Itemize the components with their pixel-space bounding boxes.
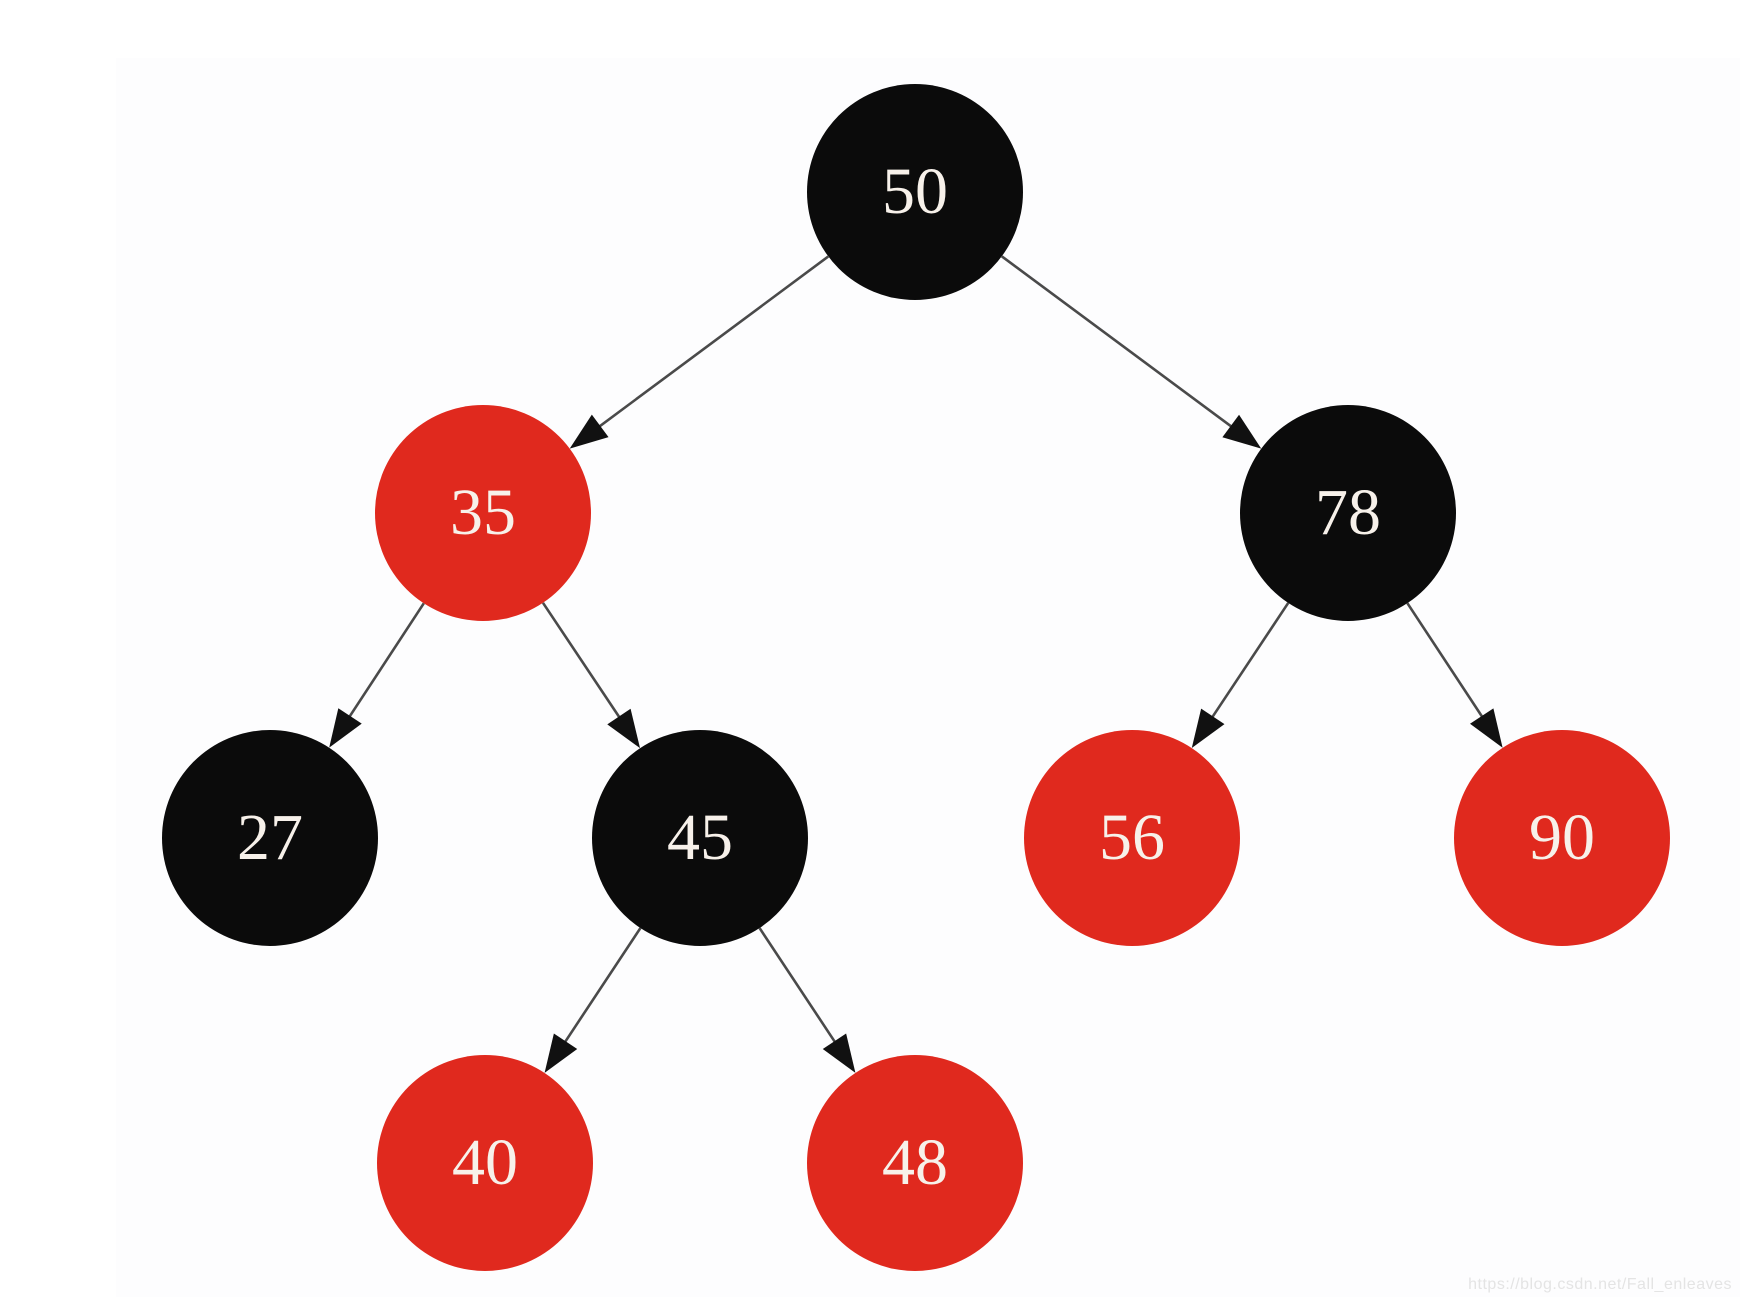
node-value: 35: [450, 476, 516, 549]
node-value: 56: [1099, 801, 1165, 874]
node-value: 40: [452, 1126, 518, 1199]
node-value: 48: [882, 1126, 948, 1199]
node-value: 27: [237, 801, 303, 874]
tree-node-45: 45: [592, 730, 808, 946]
watermark-url: https://blog.csdn.net/Fall_enleaves: [1468, 1276, 1732, 1293]
tree-node-48: 48: [807, 1055, 1023, 1271]
tree-node-50: 50: [807, 84, 1023, 300]
tree-node-78: 78: [1240, 405, 1456, 621]
node-value: 50: [882, 155, 948, 228]
tree-node-90: 90: [1454, 730, 1670, 946]
node-value: 78: [1315, 476, 1381, 549]
tree-node-27: 27: [162, 730, 378, 946]
node-value: 90: [1529, 801, 1595, 874]
tree-node-40: 40: [377, 1055, 593, 1271]
tree-node-35: 35: [375, 405, 591, 621]
node-value: 45: [667, 801, 733, 874]
tree-node-56: 56: [1024, 730, 1240, 946]
